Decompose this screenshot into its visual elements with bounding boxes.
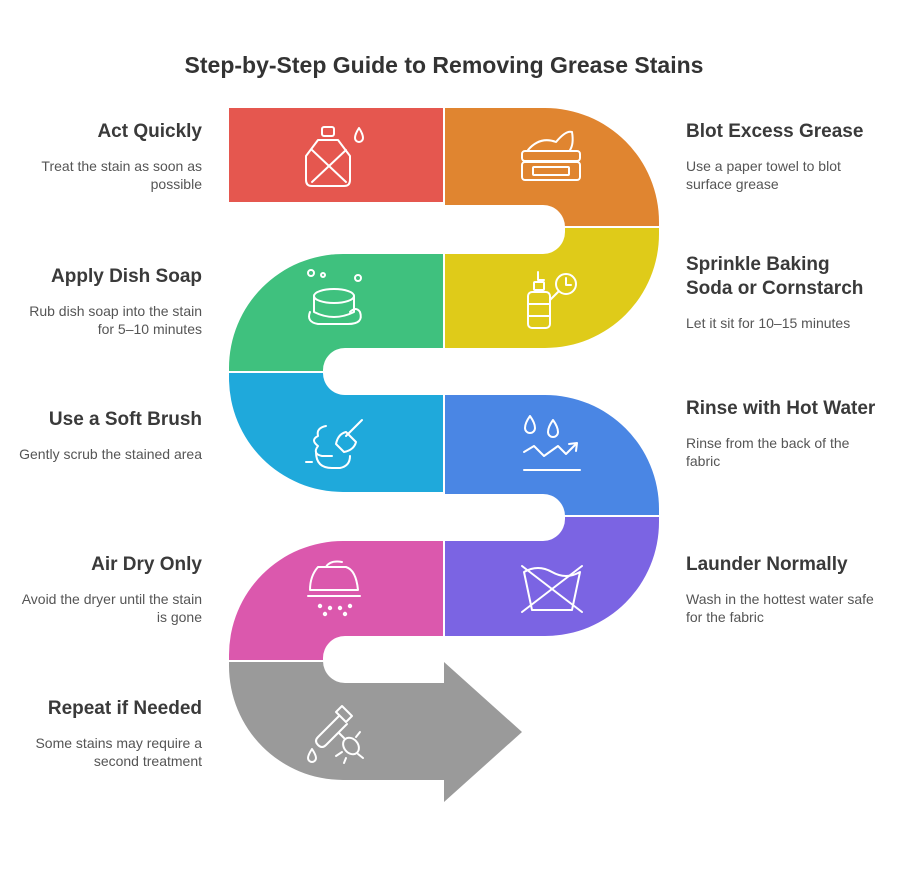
- no-wash-icon: [521, 565, 583, 613]
- water-drops-icon: [523, 415, 581, 471]
- segment-launder-normally: [444, 516, 659, 636]
- step-title: Act Quickly: [97, 121, 202, 142]
- step-air-dry-only: Air Dry Only Avoid the dryer until the s…: [12, 553, 202, 626]
- steam-iron-icon: [307, 560, 361, 617]
- step-title: Use a Soft Brush: [48, 409, 202, 430]
- step-rinse-hot-water: Rinse with Hot Water Rinse from the back…: [686, 397, 876, 470]
- segment-use-soft-brush: [229, 372, 444, 492]
- step-use-soft-brush: Use a Soft Brush Gently scrub the staine…: [12, 408, 202, 463]
- step-description: Some stains may require a second treatme…: [35, 735, 202, 769]
- step-description: Wash in the hottest water safe for the f…: [686, 591, 874, 625]
- segment-sprinkle-baking-soda: [444, 227, 659, 348]
- segment-apply-dish-soap: [229, 254, 444, 372]
- bottle-icon: [305, 126, 364, 187]
- step-apply-dish-soap: Apply Dish Soap Rub dish soap into the s…: [12, 265, 202, 338]
- brush-icon: [305, 419, 363, 469]
- segment-act-quickly: [229, 108, 444, 202]
- step-description: Rinse from the back of the fabric: [686, 435, 850, 469]
- step-title: Apply Dish Soap: [51, 266, 202, 287]
- segment-rinse-hot-water: [444, 395, 659, 516]
- page-title: Step-by-Step Guide to Removing Grease St…: [184, 52, 704, 78]
- step-title: Repeat if Needed: [47, 698, 202, 719]
- spray-bottle-timer-icon: [527, 271, 577, 329]
- step-description: Avoid the dryer until the stain is gone: [21, 591, 202, 625]
- step-description: Let it sit for 10–15 minutes: [686, 315, 851, 331]
- step-launder-normally: Launder Normally Wash in the hottest wat…: [686, 553, 876, 626]
- step-description: Treat the stain as soon as possible: [41, 158, 202, 192]
- dropper-bug-icon: [307, 705, 364, 764]
- step-blot-excess-grease: Blot Excess Grease Use a paper towel to …: [686, 120, 876, 193]
- step-repeat-if-needed: Repeat if Needed Some stains may require…: [12, 697, 202, 770]
- segment-dividers: [227, 106, 661, 662]
- segment-repeat-if-needed: [229, 661, 522, 802]
- step-description: Use a paper towel to blot surface grease: [686, 158, 841, 192]
- step-act-quickly: Act Quickly Treat the stain as soon as p…: [12, 120, 202, 193]
- cream-jar-icon: [521, 130, 581, 181]
- step-title: Launder Normally: [686, 554, 848, 575]
- step-sprinkle-baking-soda: Sprinkle Baking Soda or Cornstarch Let i…: [686, 253, 876, 332]
- step-title: Rinse with Hot Water: [686, 398, 876, 419]
- soap-icon: [307, 269, 362, 325]
- segment-air-dry-only: [229, 541, 444, 661]
- step-title: Air Dry Only: [91, 554, 202, 575]
- step-description: Rub dish soap into the stain for 5–10 mi…: [29, 303, 202, 337]
- step-description: Gently scrub the stained area: [19, 446, 202, 462]
- step-title: Sprinkle Baking Soda or Cornstarch: [686, 254, 864, 299]
- step-title: Blot Excess Grease: [686, 121, 864, 142]
